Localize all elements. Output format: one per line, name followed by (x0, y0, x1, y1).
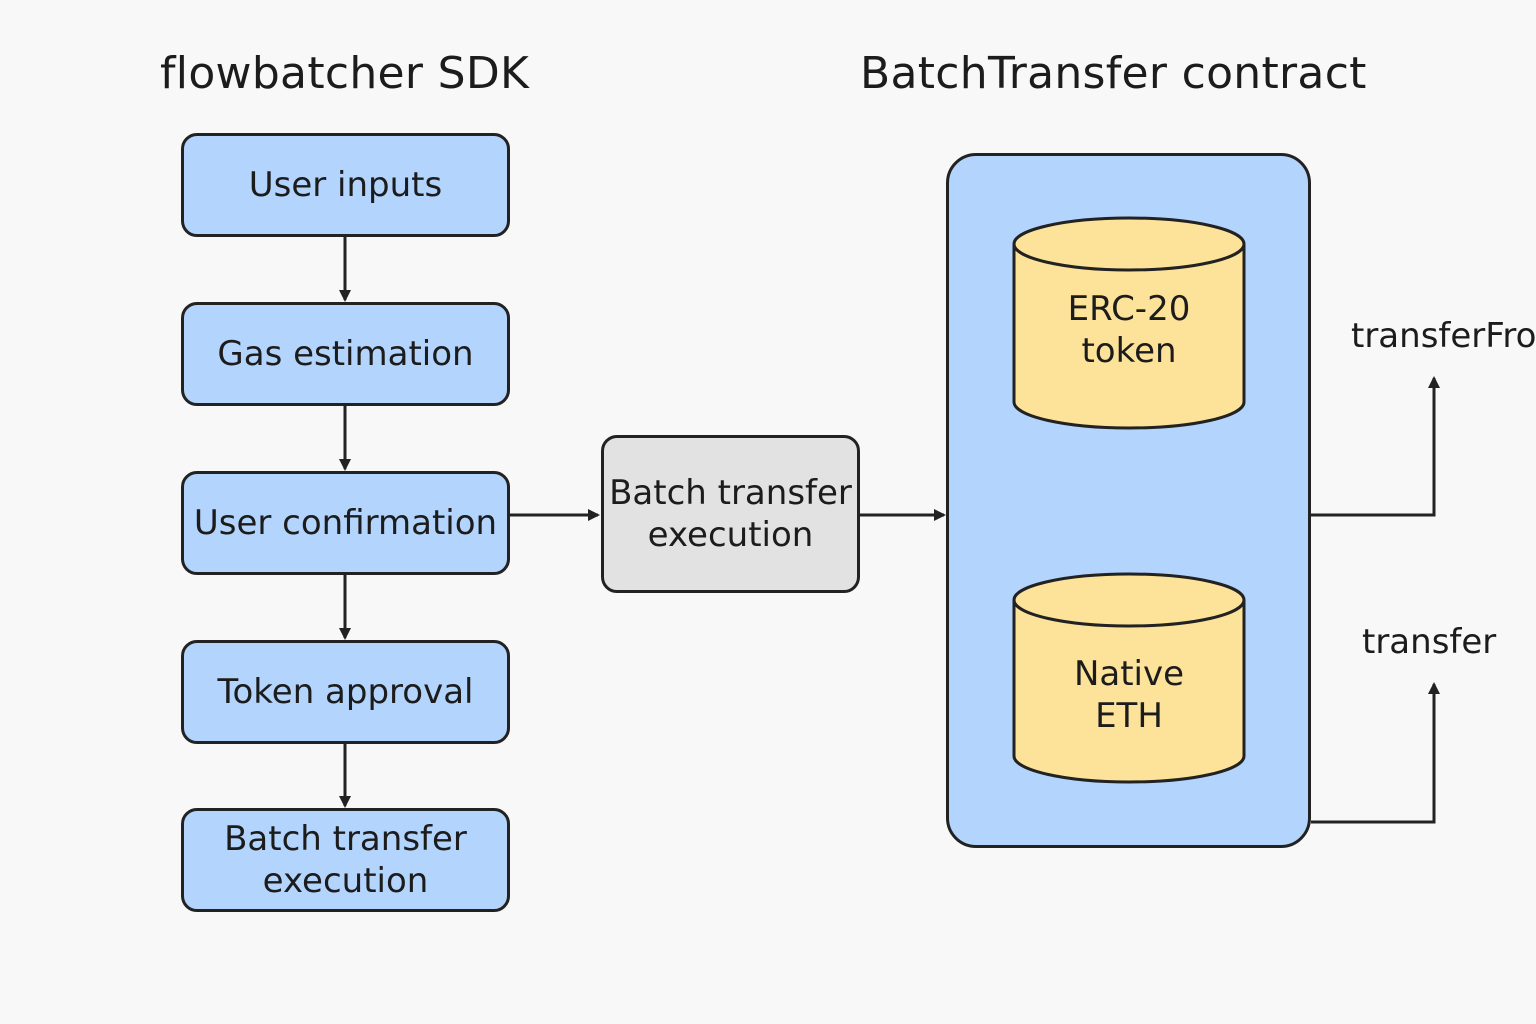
arrow-contract-to-transfer (1311, 682, 1440, 824)
erc20-token-label: ERC-20 token (1067, 289, 1191, 371)
native-eth-label: Native ETH (1073, 654, 1185, 736)
step-batch-transfer-execution: Batch transfer execution (181, 808, 510, 912)
sdk-heading: flowbatcher SDK (160, 48, 530, 99)
contract-heading: BatchTransfer contract (860, 48, 1367, 99)
step-user-inputs: User inputs (181, 133, 510, 237)
step-gas-estimation: Gas estimation (181, 302, 510, 406)
native-eth-cylinder (1012, 572, 1246, 784)
transferfrom-label: transferFrom (1351, 316, 1536, 356)
erc20-token-cylinder (1012, 216, 1246, 430)
transfer-label: transfer (1362, 622, 1497, 662)
arrow-contract-to-transferfrom (1311, 376, 1440, 517)
step-token-approval: Token approval (181, 640, 510, 744)
execution-node: Batch transfer execution (601, 435, 860, 593)
step-user-confirmation: User confirmation (181, 471, 510, 575)
